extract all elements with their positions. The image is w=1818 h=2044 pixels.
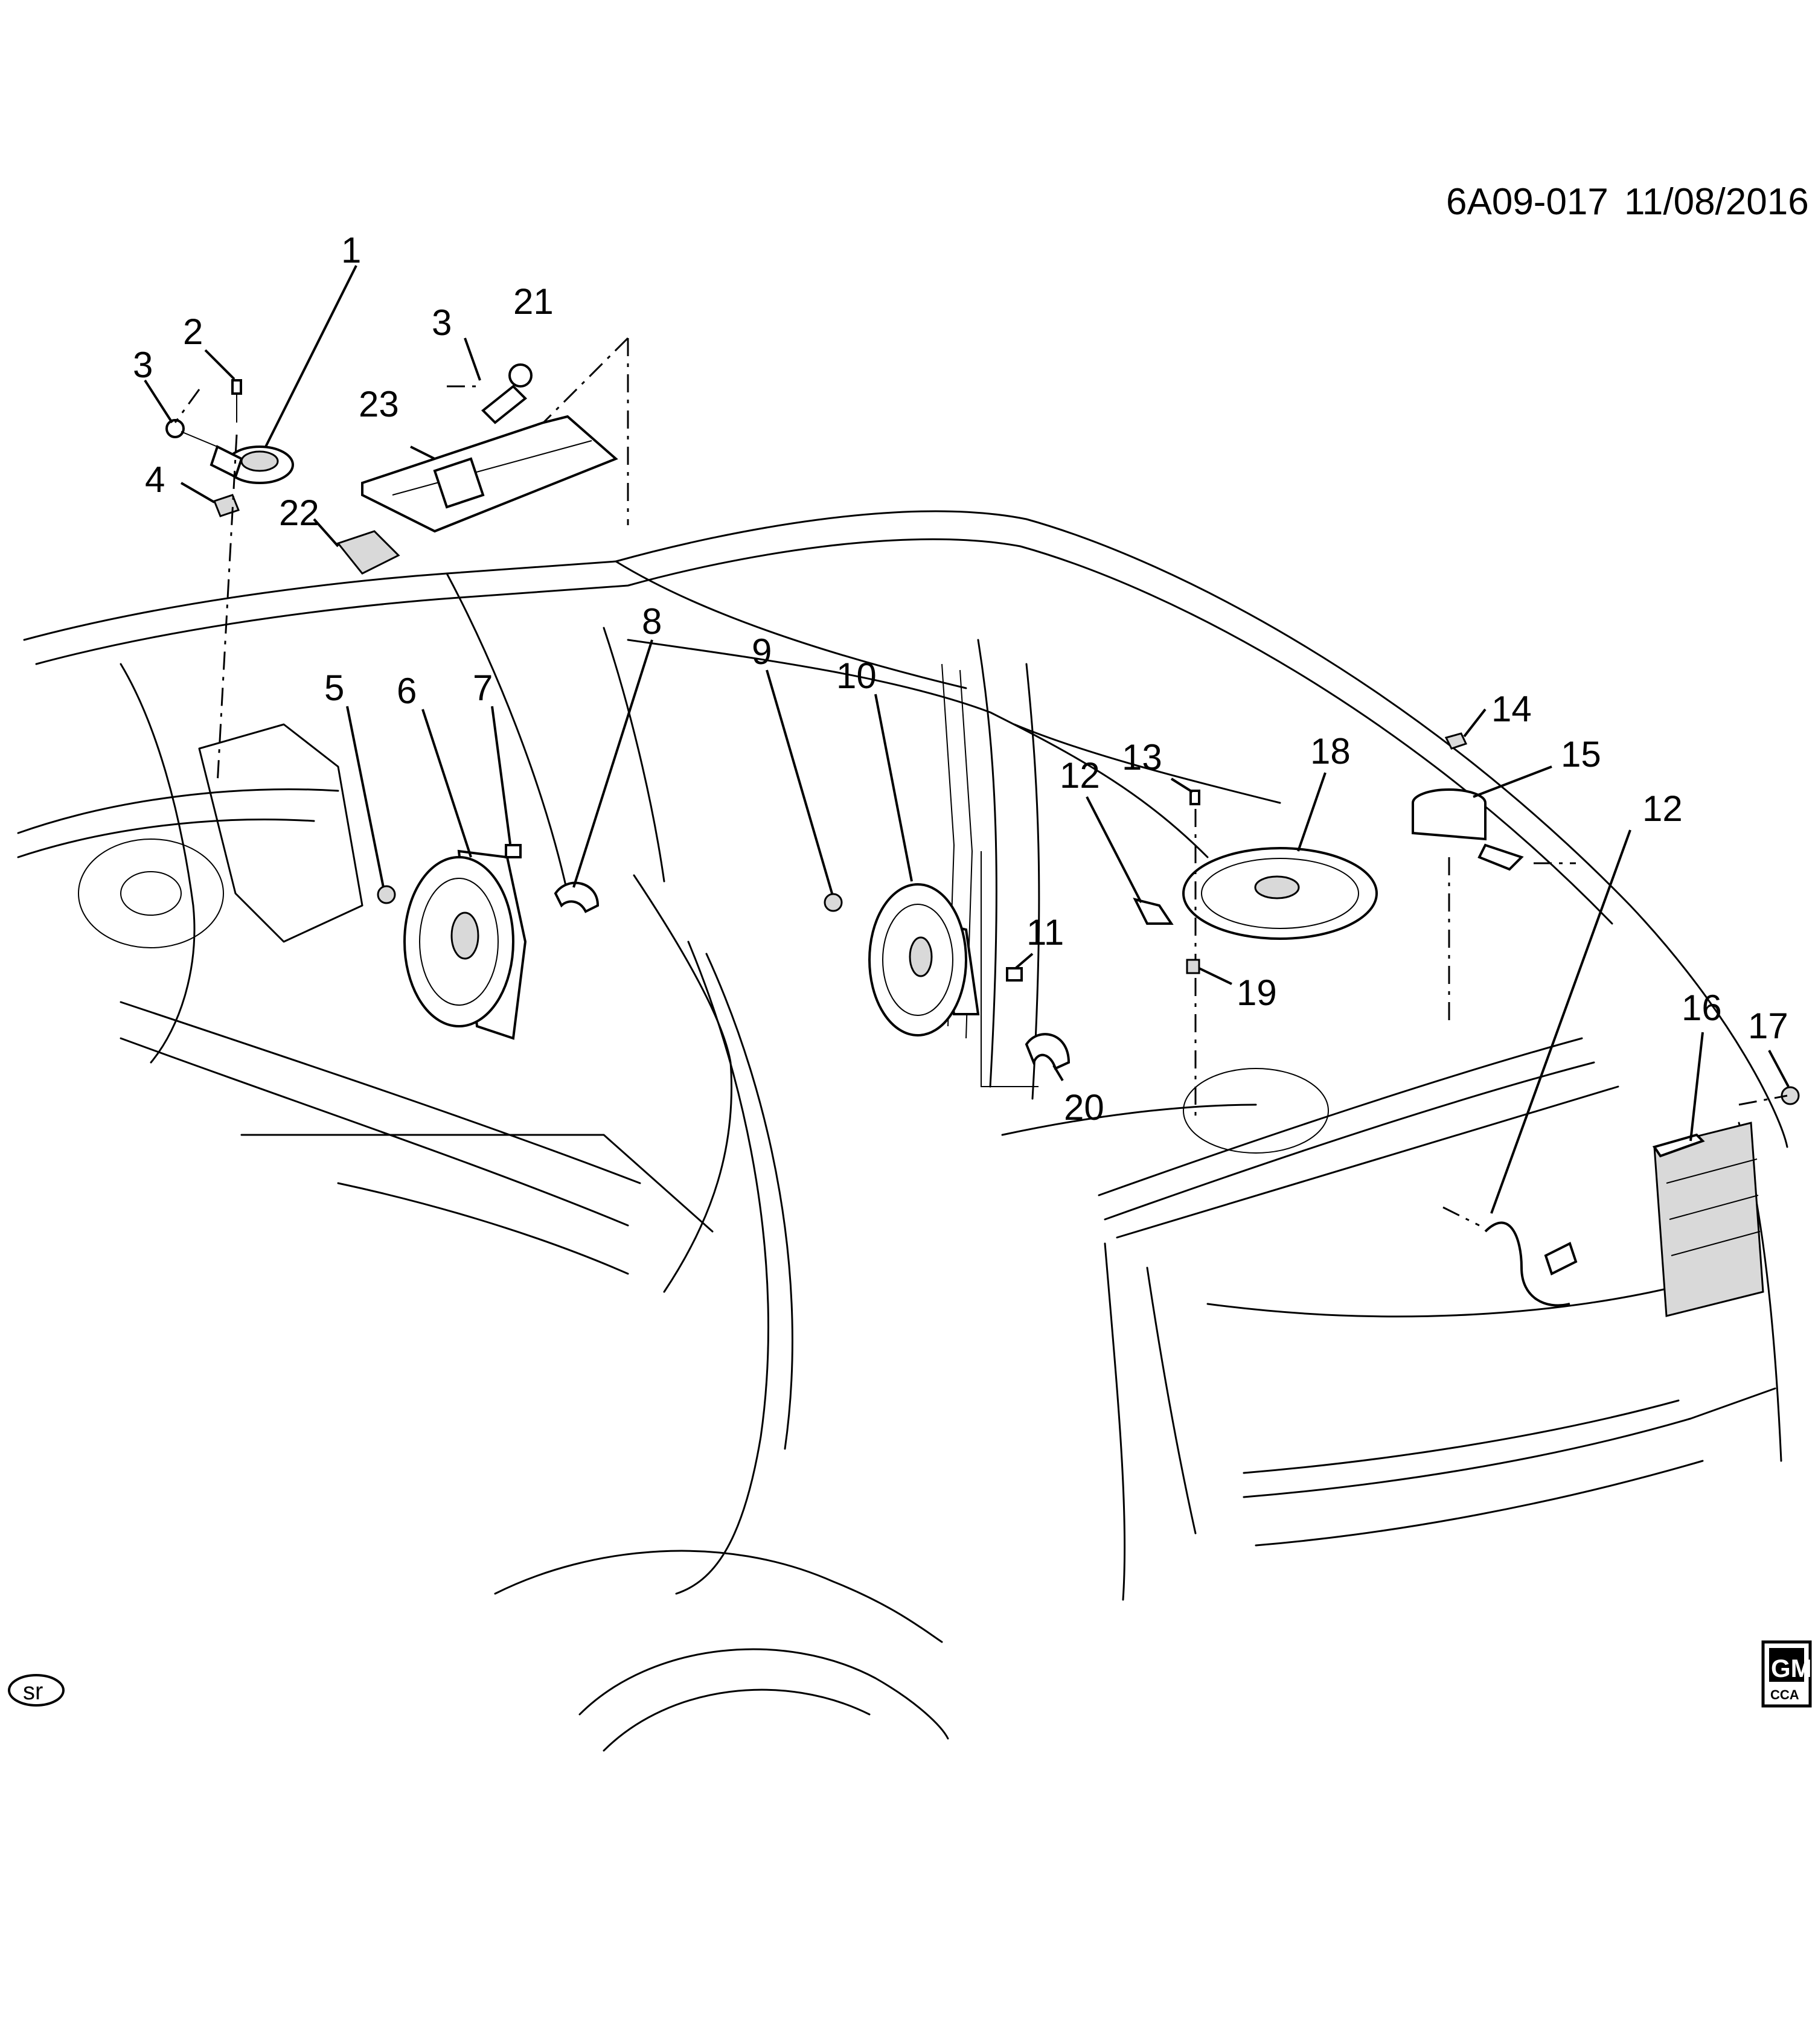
rear-door-speaker xyxy=(868,883,980,1036)
callout-11: 11 xyxy=(1026,912,1064,953)
front-door-speaker xyxy=(403,849,527,1040)
harness-left xyxy=(1133,898,1174,925)
callout-8: 8 xyxy=(642,601,662,642)
callout-3b: 3 xyxy=(432,302,452,343)
harness-right xyxy=(1484,1221,1578,1307)
callout-23: 23 xyxy=(359,384,399,424)
callout-5: 5 xyxy=(324,668,344,708)
diagram-code: 6A09-017 xyxy=(1446,181,1608,223)
callout-3a: 3 xyxy=(133,345,153,385)
trim-clip xyxy=(481,363,533,424)
diagram-date: 11/08/2016 xyxy=(1624,181,1809,223)
callout-10: 10 xyxy=(836,656,877,696)
callout-22: 22 xyxy=(279,493,319,533)
callout-17: 17 xyxy=(1748,1006,1788,1046)
leader-lines xyxy=(144,265,1790,1214)
callout-18: 18 xyxy=(1310,731,1351,771)
clip-front xyxy=(505,844,522,858)
wiring-connector-front xyxy=(554,881,600,913)
callout-7: 7 xyxy=(473,668,493,708)
nut-top xyxy=(1444,732,1468,750)
rear-deck-speaker xyxy=(1182,847,1378,940)
screw-front xyxy=(377,885,396,904)
callout-1: 1 xyxy=(341,230,361,270)
speaker-housing xyxy=(1412,788,1524,871)
bolt-amp xyxy=(1781,1086,1800,1105)
sr-badge-text: sr xyxy=(23,1678,43,1705)
gm-logo-text: GM xyxy=(1771,1654,1812,1682)
nut xyxy=(213,494,240,517)
callout-13: 13 xyxy=(1122,737,1162,778)
amplifier-module xyxy=(1652,1122,1764,1317)
callout-21: 21 xyxy=(513,281,554,322)
callout-6: 6 xyxy=(397,671,417,711)
callout-12b: 12 xyxy=(1642,788,1683,829)
callout-20: 20 xyxy=(1064,1087,1104,1128)
bolt xyxy=(231,379,242,423)
nut-deck xyxy=(1186,959,1200,974)
a-pillar-trim-panel xyxy=(361,415,618,533)
callout-16: 16 xyxy=(1682,988,1722,1028)
callout-12a: 12 xyxy=(1060,755,1100,796)
callout-9: 9 xyxy=(752,631,772,672)
callout-15: 15 xyxy=(1561,734,1601,774)
callout-labels: 1 2 3 3 4 5 6 7 8 9 10 11 12 12 13 14 15… xyxy=(133,230,1788,1128)
screw-rear xyxy=(824,893,843,912)
assembly-lines xyxy=(174,337,1788,1227)
callout-4: 4 xyxy=(145,459,165,500)
sr-badge: sr xyxy=(8,1674,65,1707)
acoustic-pad xyxy=(336,530,400,575)
vehicle-body xyxy=(17,510,1788,1752)
connector-left xyxy=(165,419,218,447)
tweeter-speaker xyxy=(210,445,294,484)
clip-rear xyxy=(1006,967,1023,982)
callout-2: 2 xyxy=(183,311,203,352)
gm-logo: GM CCA xyxy=(1761,1640,1812,1708)
callout-19: 19 xyxy=(1237,972,1277,1013)
wiring-connector-rear xyxy=(1025,1033,1071,1070)
gm-logo-subtext: CCA xyxy=(1770,1687,1799,1702)
bolt-deck xyxy=(1189,790,1200,805)
callout-14: 14 xyxy=(1491,689,1532,729)
